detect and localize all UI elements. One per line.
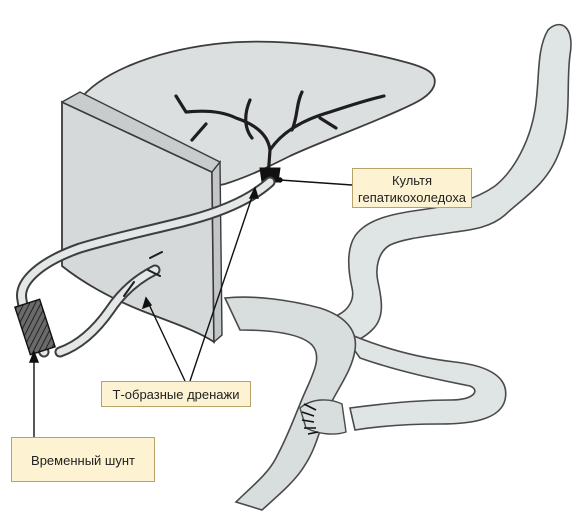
temporary-shunt-callout: Временный шунт	[11, 437, 155, 482]
t-drains-callout: Т-образные дренажи	[101, 381, 251, 407]
stump-label-line2: гепатикохоледоха	[353, 189, 471, 206]
shunt-hatched-segment	[15, 299, 55, 355]
temporary-shunt-label: Временный шунт	[31, 453, 135, 468]
stump-callout: Культя гепатикохоледоха	[352, 168, 472, 208]
stump-label-line1: Культя	[353, 172, 471, 189]
t-drains-label: Т-образные дренажи	[113, 387, 240, 402]
